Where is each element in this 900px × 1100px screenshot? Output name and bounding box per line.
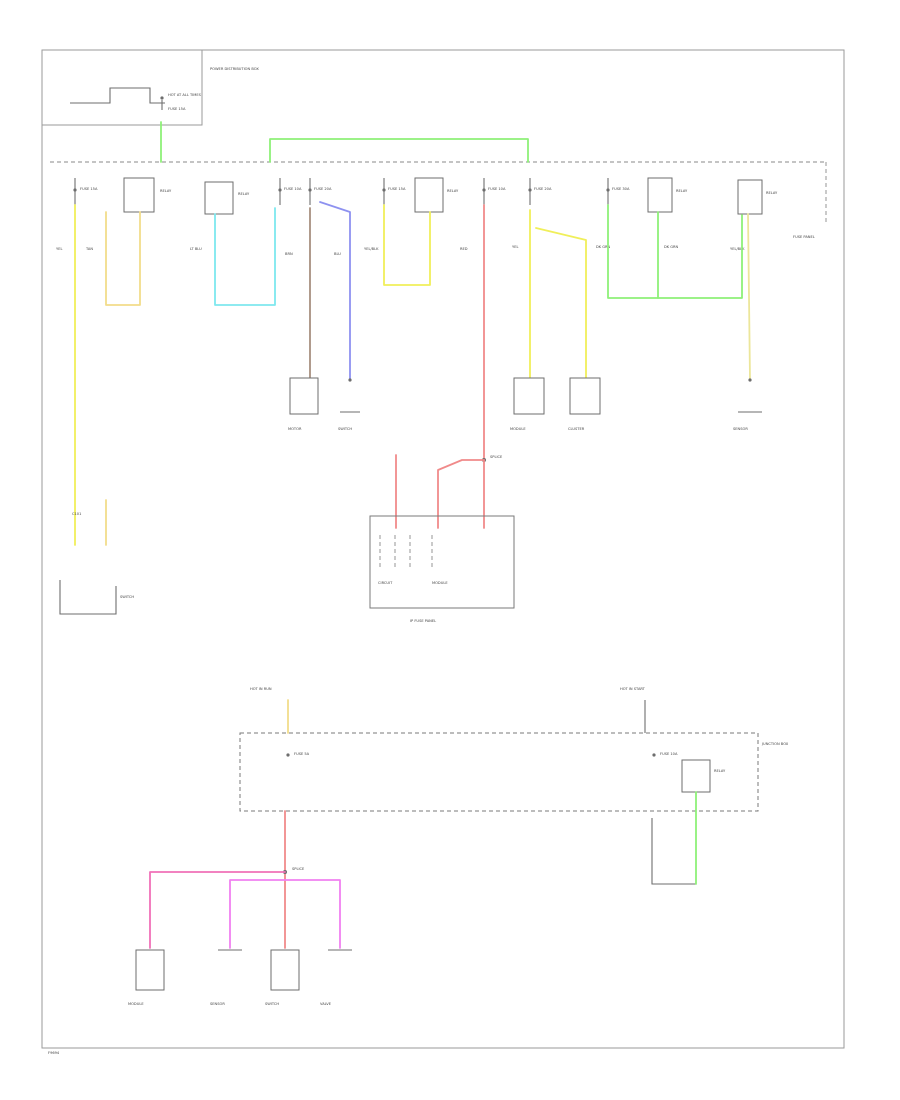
top-box-label: POWER DISTRIBUTION BOX: [210, 67, 259, 71]
svg-text:RELAY: RELAY: [238, 192, 250, 196]
svg-text:MOTOR: MOTOR: [288, 427, 302, 431]
top-feed-wires: [160, 121, 529, 163]
svg-text:YEL: YEL: [56, 247, 62, 251]
svg-text:VALVE: VALVE: [320, 1002, 332, 1006]
svg-text:RELAY: RELAY: [447, 189, 459, 193]
top-box-sub-2: FUSE 15A: [168, 107, 186, 111]
svg-text:RELAY: RELAY: [676, 189, 688, 193]
svg-text:RELAY: RELAY: [766, 191, 778, 195]
svg-text:HOT IN RUN: HOT IN RUN: [250, 687, 272, 691]
relay-5: [737, 179, 763, 215]
relay-1: [123, 177, 155, 213]
page-ref: F9694: [48, 1051, 60, 1055]
svg-text:BLU: BLU: [334, 252, 341, 256]
lower-junction-box: HOT IN RUN HOT IN START JUNCTION BOX FUS…: [239, 687, 789, 885]
lower-box-label: JUNCTION BOX: [761, 742, 789, 746]
svg-text:SWITCH: SWITCH: [338, 427, 352, 431]
component-motor: [289, 377, 319, 415]
fuse-label-1: FUSE 15A: [80, 187, 98, 191]
fuse-label-5: FUSE 10A: [488, 187, 506, 191]
svg-text:CLUSTER: CLUSTER: [568, 427, 585, 431]
colored-wires: [74, 201, 751, 546]
lower-splice-label: SPLICE: [292, 867, 305, 871]
component-module: [513, 377, 545, 415]
top-box: POWER DISTRIBUTION BOX HOT AT ALL TIMES …: [41, 49, 259, 126]
wire-labels: YEL TAN LT BLU BRN BLU YEL/BLK RED YEL D…: [56, 245, 745, 256]
svg-text:YEL: YEL: [512, 245, 518, 249]
fuse-label-7: FUSE 30A: [612, 187, 630, 191]
svg-text:RELAY: RELAY: [160, 189, 172, 193]
svg-text:RELAY: RELAY: [714, 769, 726, 773]
fuse-label-6: FUSE 20A: [534, 187, 552, 191]
lower-relay: [681, 759, 711, 793]
outer-frame: [41, 49, 845, 1049]
svg-text:HOT IN START: HOT IN START: [620, 687, 646, 691]
svg-text:RED: RED: [460, 247, 468, 251]
svg-text:FUSE 5A: FUSE 5A: [294, 752, 310, 756]
bottom-module: [135, 949, 165, 991]
svg-text:CIRCUIT: CIRCUIT: [378, 581, 393, 585]
relay-3: [414, 177, 444, 213]
fuse-label-2: FUSE 10A: [284, 187, 302, 191]
svg-text:MODULE: MODULE: [510, 427, 526, 431]
splice-label: SPLICE: [490, 455, 503, 459]
bottom-switch: [270, 949, 300, 991]
fuse-row: FUSE 15A RELAY RELAY FUSE 10A FUSE 20A F…: [73, 177, 778, 215]
fuse-label-4: FUSE 15A: [388, 187, 406, 191]
svg-text:DK GRN: DK GRN: [664, 245, 679, 249]
relay-2: [204, 181, 234, 215]
svg-text:DK GRN: DK GRN: [596, 245, 611, 249]
left-switch: SWITCH C101: [59, 499, 134, 615]
component-row: MOTOR SWITCH MODULE CLUSTER SENSOR: [288, 377, 762, 431]
ip-fuse-panel-label: IP FUSE PANEL: [410, 619, 436, 623]
svg-text:YEL/BLK: YEL/BLK: [730, 247, 745, 251]
svg-text:YEL/BLK: YEL/BLK: [364, 247, 379, 251]
lower-splice: SPLICE: [149, 810, 341, 949]
svg-text:SENSOR: SENSOR: [733, 427, 748, 431]
splice-section: SPLICE: [395, 454, 503, 529]
svg-text:TAN: TAN: [85, 247, 93, 251]
svg-text:LT BLU: LT BLU: [190, 247, 202, 251]
ip-fuse-panel: CIRCUIT MODULE IP FUSE PANEL: [369, 515, 515, 623]
svg-text:C101: C101: [72, 512, 81, 516]
svg-text:BRN: BRN: [285, 252, 293, 256]
fuse-panel-label: FUSE PANEL: [793, 235, 815, 239]
svg-text:SENSOR: SENSOR: [210, 1002, 225, 1006]
relay-4: [647, 177, 673, 213]
bottom-components: MODULE SENSOR SWITCH VALVE: [128, 949, 352, 1006]
svg-text:FUSE 10A: FUSE 10A: [660, 752, 678, 756]
svg-text:SWITCH: SWITCH: [120, 595, 134, 599]
svg-text:MODULE: MODULE: [128, 1002, 144, 1006]
component-cluster: [569, 377, 601, 415]
svg-text:MODULE: MODULE: [432, 581, 448, 585]
fuse-label-3: FUSE 20A: [314, 187, 332, 191]
svg-text:SWITCH: SWITCH: [265, 1002, 279, 1006]
top-box-sub-1: HOT AT ALL TIMES: [168, 93, 202, 97]
